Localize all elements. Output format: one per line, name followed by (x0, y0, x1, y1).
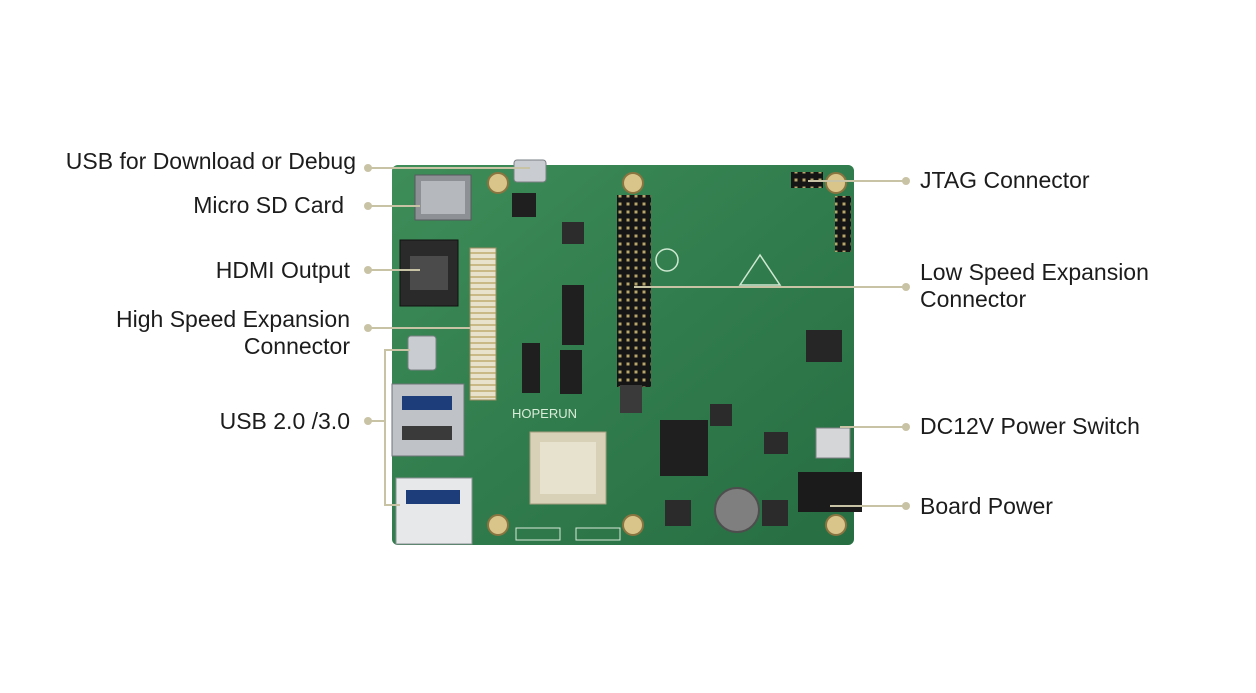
label-low-speed-line1: Low Speed Expansion (920, 259, 1149, 285)
label-usb-download: USB for Download or Debug (65, 148, 356, 174)
ic-8 (710, 404, 732, 426)
esd-triangle (738, 253, 782, 286)
ic-1 (512, 193, 536, 217)
ic-2 (562, 222, 584, 244)
label-high-speed: High Speed Expansion Connector (60, 306, 350, 360)
low-speed-header (617, 195, 651, 387)
usb3-port-upper (391, 383, 465, 457)
label-board-power: Board Power (920, 493, 1053, 519)
inductor (714, 487, 760, 533)
ic-6 (806, 330, 842, 362)
ic-7 (764, 432, 788, 454)
power-switch (815, 427, 851, 459)
jtag-header (791, 172, 823, 188)
leader-lines (368, 167, 906, 507)
dip-switch (620, 385, 642, 413)
micro-usb-side (407, 335, 437, 371)
ic-3 (562, 285, 584, 345)
micro-usb-top (513, 159, 547, 183)
ic-5 (560, 350, 582, 394)
board-silkscreen: HOPERUN (512, 406, 577, 421)
label-high-speed-line1: High Speed Expansion (116, 306, 350, 332)
high-speed-connector (469, 247, 497, 401)
ic-10 (762, 500, 788, 526)
esd-circle (655, 248, 679, 272)
label-low-speed-line2: Connector (920, 286, 1027, 312)
label-high-speed-line2: Connector (243, 333, 350, 359)
ic-9 (665, 500, 691, 526)
label-jtag: JTAG Connector (920, 167, 1090, 193)
usb3-port-lower (395, 477, 473, 545)
label-low-speed: Low Speed Expansion Connector (920, 259, 1220, 313)
label-micro-sd: Micro SD Card (193, 192, 344, 218)
emmc-chip (660, 420, 708, 476)
leader-usb23 (384, 349, 410, 506)
label-hdmi: HDMI Output (215, 257, 350, 283)
label-dc12v: DC12V Power Switch (920, 413, 1140, 439)
mounting-holes (487, 172, 847, 536)
label-usb-2-3: USB 2.0 /3.0 (219, 408, 350, 434)
ic-4 (522, 343, 540, 393)
leader-dots (364, 164, 910, 510)
